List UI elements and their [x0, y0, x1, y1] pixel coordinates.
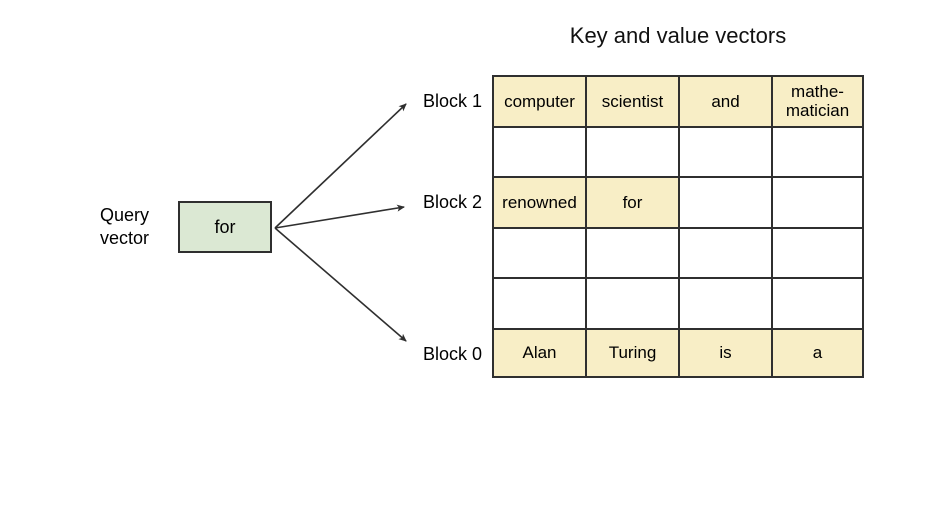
block-0-label: Block 0 — [422, 344, 482, 364]
table-cell: renowned — [492, 176, 585, 227]
block-1-label: Block 1 — [422, 91, 482, 111]
table-cell — [492, 226, 585, 277]
table-cell: Turing — [585, 327, 678, 378]
block-2-label: Block 2 — [422, 192, 482, 212]
table-cell — [771, 125, 864, 176]
arrow-to-block-2 — [274, 204, 405, 229]
table-cell: mathe- matician — [771, 75, 864, 126]
table-cell — [771, 226, 864, 277]
query-vector-label: Query vector — [100, 205, 150, 248]
table-cell: and — [678, 75, 771, 126]
diagram-title: Key and value vectors — [569, 23, 787, 48]
table-cell: a — [771, 327, 864, 378]
table-cell — [771, 277, 864, 328]
table-cell — [585, 277, 678, 328]
table-cell: is — [678, 327, 771, 378]
table-cell: computer — [492, 75, 585, 126]
table-cell — [678, 277, 771, 328]
table-cell — [585, 226, 678, 277]
table-cell — [678, 226, 771, 277]
table-cell: Alan — [492, 327, 585, 378]
table-cell — [678, 176, 771, 227]
table-cell: for — [585, 176, 678, 227]
arrow-to-block-0 — [274, 227, 407, 342]
query-vector-box: for — [178, 201, 272, 253]
table-cell — [585, 125, 678, 176]
arrow-to-block-1 — [274, 103, 407, 229]
query-vector-value: for — [214, 216, 236, 237]
table-cell — [771, 176, 864, 227]
table-cell: scientist — [585, 75, 678, 126]
table-cell — [678, 125, 771, 176]
table-cell — [492, 277, 585, 328]
table-cell — [492, 125, 585, 176]
key-value-table: computer scientist and mathe- matician r… — [492, 75, 864, 378]
